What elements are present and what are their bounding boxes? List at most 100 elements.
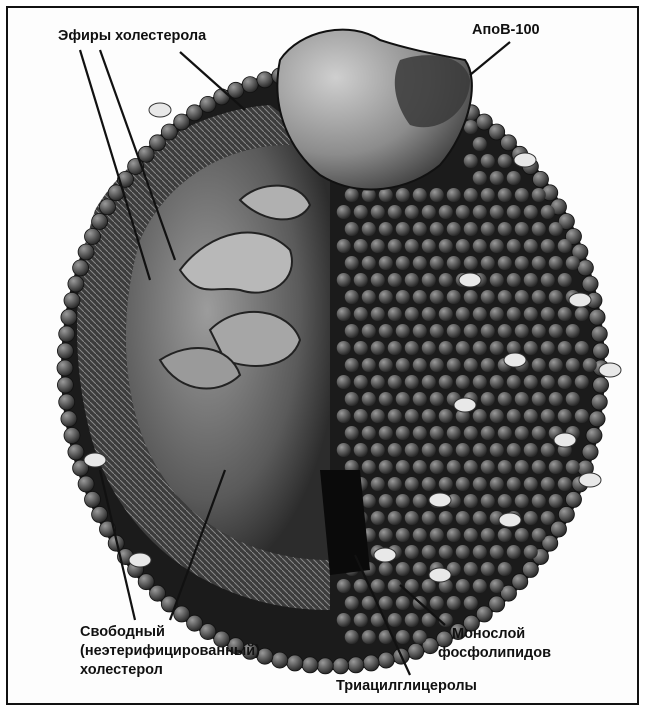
phospholipid-head — [515, 426, 529, 440]
phospholipid-head — [541, 341, 555, 355]
phospholipid-head — [532, 358, 546, 372]
label-cholesterol-esters: Эфиры холестерола — [58, 28, 206, 45]
phospholipid-head — [337, 375, 351, 389]
phospholipid-head — [447, 528, 461, 542]
label-free-cholesterol-line1: Свободный — [80, 624, 165, 641]
phospholipid-head — [302, 657, 318, 673]
phospholipid-head — [490, 307, 504, 321]
label-free-cholesterol-line3: холестерол — [80, 662, 163, 679]
phospholipid-head — [337, 409, 351, 423]
phospholipid-head — [481, 426, 495, 440]
phospholipid-head — [242, 77, 258, 93]
phospholipid-head — [515, 494, 529, 508]
phospholipid-head — [507, 443, 521, 457]
phospholipid-head — [371, 477, 385, 491]
phospholipid-head — [337, 579, 351, 593]
phospholipid-head — [481, 188, 495, 202]
phospholipid-head — [362, 256, 376, 270]
phospholipid-head — [593, 343, 609, 359]
phospholipid-head — [549, 324, 563, 338]
phospholipid-head — [371, 443, 385, 457]
phospholipid-head — [551, 521, 567, 537]
phospholipid-head — [57, 343, 73, 359]
phospholipid-head — [337, 205, 351, 219]
phospholipid-head — [422, 443, 436, 457]
phospholipid-head — [447, 324, 461, 338]
label-apob100: АпоВ-100 — [472, 22, 540, 39]
phospholipid-head — [566, 256, 580, 270]
phospholipid-head — [413, 290, 427, 304]
phospholipid-head — [378, 652, 394, 668]
phospholipid-head — [498, 392, 512, 406]
phospholipid-head — [566, 492, 582, 508]
phospholipid-head — [379, 426, 393, 440]
phospholipid-head — [396, 630, 410, 644]
phospholipid-head — [413, 222, 427, 236]
phospholipid-head — [422, 409, 436, 423]
phospholipid-head — [456, 545, 470, 559]
phospholipid-head — [566, 324, 580, 338]
phospholipid-head — [473, 409, 487, 423]
phospholipid-head — [490, 375, 504, 389]
phospholipid-head — [354, 613, 368, 627]
phospholipid-head — [405, 307, 419, 321]
phospholipid-head — [464, 426, 478, 440]
phospholipid-head — [345, 256, 359, 270]
phospholipid-head — [558, 507, 574, 523]
phospholipid-head — [532, 528, 546, 542]
phospholipid-head — [464, 528, 478, 542]
phospholipid-head — [405, 409, 419, 423]
phospholipid-head — [422, 341, 436, 355]
phospholipid-head — [456, 579, 470, 593]
phospholipid-head — [348, 657, 364, 673]
phospholipid-head — [490, 239, 504, 253]
label-monolayer-line2: фосфолипидов — [438, 645, 551, 662]
phospholipid-head — [430, 358, 444, 372]
phospholipid-head — [257, 72, 273, 88]
cholesterol-crystal — [554, 433, 576, 447]
phospholipid-head — [515, 290, 529, 304]
phospholipid-head — [532, 324, 546, 338]
phospholipid-head — [405, 205, 419, 219]
phospholipid-head — [362, 222, 376, 236]
phospholipid-head — [515, 188, 529, 202]
phospholipid-head — [317, 658, 333, 674]
cholesterol-crystal — [374, 548, 396, 562]
phospholipid-head — [507, 307, 521, 321]
phospholipid-head — [464, 154, 478, 168]
phospholipid-head — [413, 460, 427, 474]
phospholipid-head — [464, 494, 478, 508]
phospholipid-head — [558, 409, 572, 423]
phospholipid-head — [558, 477, 572, 491]
phospholipid-head — [439, 409, 453, 423]
phospholipid-head — [371, 511, 385, 525]
phospholipid-head — [532, 494, 546, 508]
phospholipid-head — [337, 239, 351, 253]
phospholipid-head — [524, 409, 538, 423]
phospholipid-head — [68, 276, 84, 292]
phospholipid-head — [549, 222, 563, 236]
phospholipid-head — [456, 239, 470, 253]
phospholipid-head — [532, 392, 546, 406]
phospholipid-head — [490, 273, 504, 287]
phospholipid-head — [549, 358, 563, 372]
phospholipid-head — [464, 188, 478, 202]
phospholipid-head — [85, 492, 101, 508]
phospholipid-head — [498, 256, 512, 270]
phospholipid-head — [481, 392, 495, 406]
phospholipid-head — [591, 394, 607, 410]
cholesterol-crystal — [504, 353, 526, 367]
phospholipid-head — [473, 545, 487, 559]
phospholipid-head — [405, 375, 419, 389]
phospholipid-head — [524, 477, 538, 491]
phospholipid-head — [541, 443, 555, 457]
phospholipid-head — [473, 239, 487, 253]
label-monolayer-line1: Монослой — [452, 626, 525, 643]
phospholipid-head — [447, 460, 461, 474]
phospholipid-head — [413, 358, 427, 372]
phospholipid-head — [575, 375, 589, 389]
phospholipid-head — [490, 477, 504, 491]
phospholipid-head — [345, 392, 359, 406]
phospholipid-head — [439, 273, 453, 287]
